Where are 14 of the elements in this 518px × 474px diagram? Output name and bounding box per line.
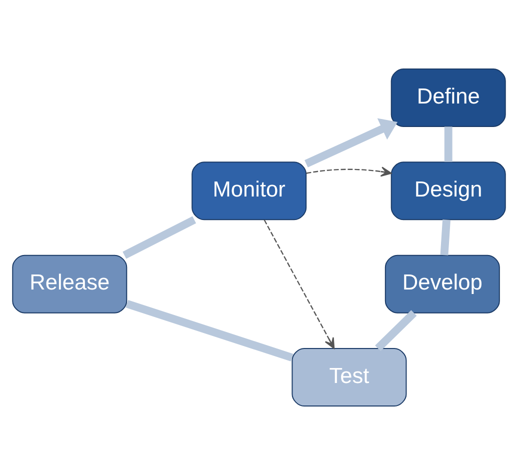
node-box: Test <box>292 348 407 406</box>
arrow <box>264 219 335 348</box>
connector <box>375 310 417 351</box>
node-box: Monitor <box>192 161 307 220</box>
arrow <box>306 166 392 176</box>
arrow <box>304 118 398 167</box>
node-box: Design <box>390 161 506 220</box>
connector <box>126 300 294 361</box>
connector <box>444 126 452 162</box>
connector <box>440 219 450 255</box>
node-box: Develop <box>384 254 500 313</box>
connector <box>122 216 196 258</box>
node-box: Release <box>12 254 128 313</box>
node-box: Define <box>390 68 506 126</box>
